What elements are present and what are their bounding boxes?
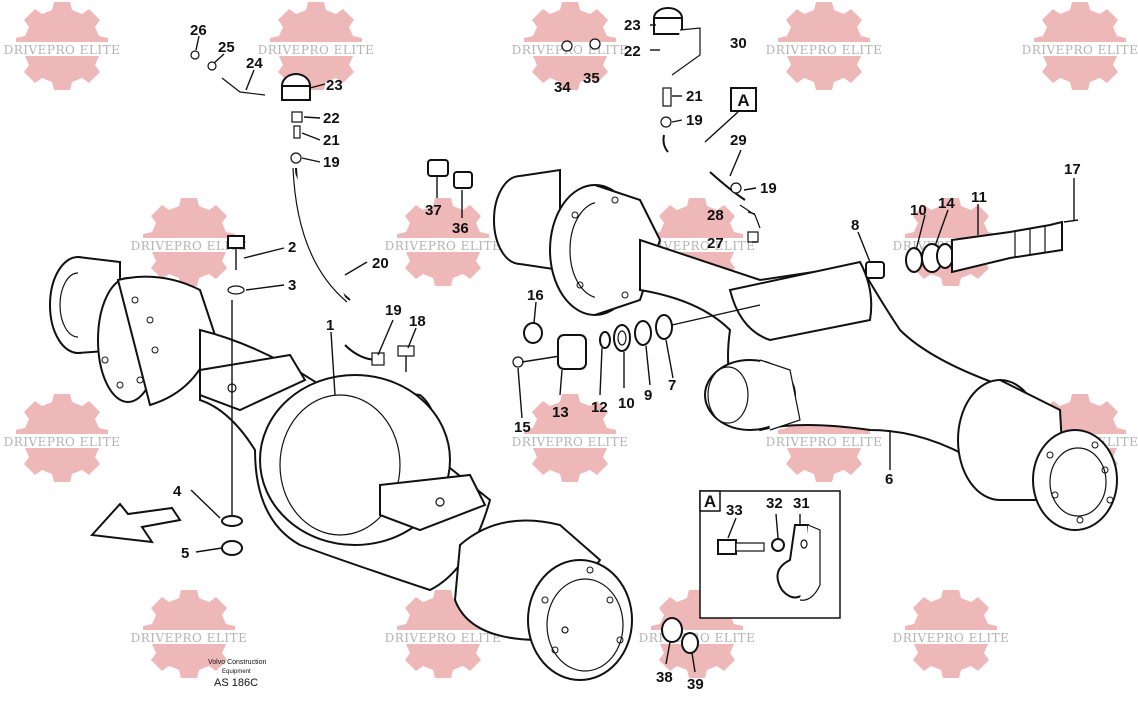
watermark-text: DRIVEPRO ELITE (1022, 43, 1138, 57)
part-label: 33 (726, 502, 743, 519)
rear-axle (493, 168, 1118, 531)
part-label: 22 (323, 110, 340, 127)
watermark-text: DRIVEPRO ELITE (258, 43, 375, 57)
part-label: 20 (372, 255, 389, 272)
part-label: 5 (181, 545, 189, 562)
part-label: 1 (326, 317, 334, 334)
part-label: 7 (668, 377, 676, 394)
part-label: 16 (527, 287, 544, 304)
watermark-text: DRIVEPRO ELITE (893, 631, 1010, 645)
part-label: 8 (851, 217, 859, 234)
callout-letter: A (737, 91, 749, 110)
part-label: 23 (624, 17, 641, 34)
watermark-text: DRIVEPRO ELITE (131, 239, 248, 253)
part-label: 27 (707, 235, 724, 252)
part-label: 17 (1064, 161, 1081, 178)
part-label: 11 (971, 189, 987, 206)
part-label: 37 (425, 202, 442, 219)
part-label: 4 (173, 483, 182, 500)
watermark-text: DRIVEPRO ELITE (131, 631, 248, 645)
front-axle (49, 256, 633, 681)
part-label: 18 (409, 313, 426, 330)
watermark-text: DRIVEPRO ELITE (385, 631, 502, 645)
part-label: 19 (760, 180, 777, 197)
part-label: 32 (766, 495, 783, 512)
part-label: 9 (644, 387, 652, 404)
watermark-text: DRIVEPRO ELITE (4, 435, 121, 449)
caption-code: AS 186C (214, 677, 258, 689)
part-label: 21 (686, 88, 703, 105)
caption-line2: Equipment (222, 669, 251, 675)
part-label: 26 (190, 22, 207, 39)
part-label: 19 (323, 154, 340, 171)
part-label: 12 (591, 399, 608, 416)
callout-box-a: A (704, 87, 757, 143)
part-label: 36 (452, 220, 469, 237)
watermark-text: DRIVEPRO ELITE (512, 435, 629, 449)
detail-box: A (699, 490, 841, 619)
part-label: 10 (910, 202, 927, 219)
part-label: 28 (707, 207, 724, 224)
part-label: 38 (656, 669, 673, 686)
part-label: 3 (288, 277, 296, 294)
part-label: 14 (938, 195, 955, 212)
part-label: 30 (730, 35, 747, 52)
part-label: 2 (288, 239, 296, 256)
part-label: 34 (554, 79, 571, 96)
part-label: 15 (514, 419, 531, 436)
part-label: 23 (326, 77, 343, 94)
part-label: 31 (793, 495, 810, 512)
part-label: 25 (218, 39, 235, 56)
part-label: 29 (730, 132, 747, 149)
caption-line1: Volvo Construction (208, 659, 266, 666)
watermark-text: DRIVEPRO ELITE (766, 43, 883, 57)
part-label: 39 (687, 676, 704, 693)
part-label: 24 (246, 55, 263, 72)
part-label: 10 (618, 395, 635, 412)
part-label: 19 (686, 112, 703, 129)
direction-arrow (89, 502, 182, 544)
part-label: 21 (323, 132, 340, 149)
small-parts (190, 7, 1079, 654)
manufacturer-caption: Volvo Construction Equipment AS 186C (208, 659, 266, 689)
part-labels: 26 25 24 23 22 21 19 23 22 30 34 35 21 1… (173, 17, 1081, 693)
detail-letter: A (704, 492, 716, 511)
part-label: 19 (385, 302, 402, 319)
part-label: 13 (552, 404, 569, 421)
leader-lines (190, 24, 1075, 673)
watermark-text: DRIVEPRO ELITE (766, 435, 883, 449)
part-label: 6 (885, 471, 893, 488)
watermark-text: DRIVEPRO ELITE (4, 43, 121, 57)
part-label: 22 (624, 43, 641, 60)
part-label: 35 (583, 70, 600, 87)
watermark-text: DRIVEPRO ELITE (385, 239, 502, 253)
